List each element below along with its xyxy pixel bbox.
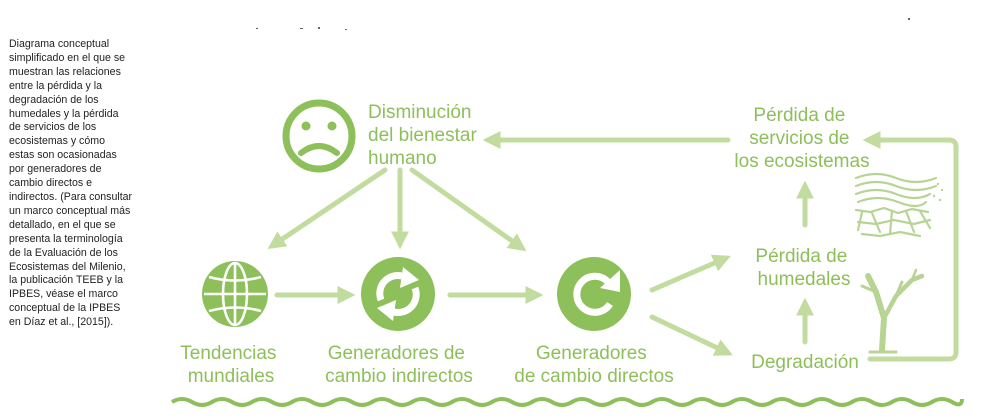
label-degradacion-line: Degradación xyxy=(751,352,859,373)
label-bienestar-line: Disminución xyxy=(368,102,471,123)
cycle-arrows-icon xyxy=(361,257,435,331)
label-tendencias: Tendencias mundiales xyxy=(180,343,281,387)
label-servicios-line: Pérdida de xyxy=(753,105,845,126)
label-humedales-line: Pérdida de xyxy=(755,246,847,267)
circular-arrow-icon xyxy=(557,257,631,331)
label-humedales-line: humedales xyxy=(758,269,851,290)
label-bienestar: Disminución del bienestar humano xyxy=(368,102,482,169)
label-bienestar-line: del bienestar xyxy=(368,125,477,146)
label-directos-line: de cambio directos xyxy=(514,366,673,387)
label-bienestar-line: humano xyxy=(368,148,437,169)
arrow-directos-to-degradacion xyxy=(652,317,728,353)
scan-specks xyxy=(256,18,910,30)
label-tendencias-line: Tendencias xyxy=(180,343,276,364)
label-servicios-line: servicios de xyxy=(749,128,849,149)
label-indirectos-line: Generadores de xyxy=(328,343,465,364)
dead-tree-icon xyxy=(862,270,922,352)
arrow-bienestar-to-tendencias xyxy=(272,170,385,246)
label-directos-line: Generadores xyxy=(536,343,647,364)
label-tendencias-line: mundiales xyxy=(188,366,275,387)
wavy-bottom-line xyxy=(172,399,962,405)
arrow-bienestar-to-directos xyxy=(412,170,522,248)
globe-icon xyxy=(202,261,268,327)
label-servicios-line: los ecosistemas xyxy=(734,151,869,172)
cracked-earth-icon xyxy=(856,174,943,236)
label-indirectos-line: cambio indirectos xyxy=(325,366,473,387)
label-humedales: Pérdida de humedales xyxy=(755,246,852,290)
label-directos: Generadores de cambio directos xyxy=(514,343,673,387)
label-degradacion: Degradación xyxy=(751,352,859,373)
arrow-directos-to-humedales xyxy=(652,258,726,290)
sad-face-icon xyxy=(286,103,352,169)
label-servicios: Pérdida de servicios de los ecosistemas xyxy=(734,105,869,172)
label-indirectos: Generadores de cambio indirectos xyxy=(325,343,473,387)
